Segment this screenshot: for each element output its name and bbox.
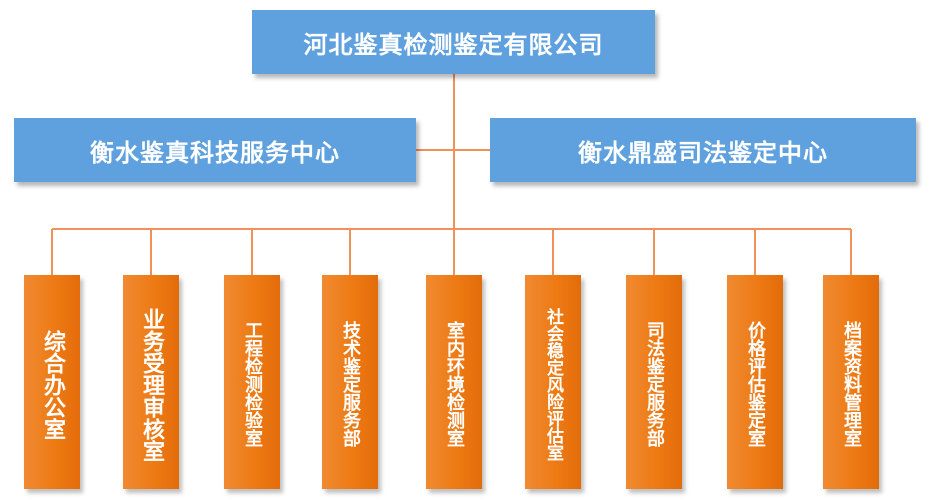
department-node: 价格评估鉴定室 [727, 275, 783, 489]
department-node: 室内环境检测室 [426, 275, 482, 489]
company-node: 河北鉴真检测鉴定有限公司 [252, 10, 655, 74]
department-node: 业务受理审核室 [123, 275, 179, 489]
department-node: 工程检测检验室 [224, 275, 280, 489]
center-node-left: 衡水鉴真科技服务中心 [14, 118, 416, 182]
department-node: 司法鉴定服务部 [626, 275, 682, 489]
department-node: 档案资料管理室 [823, 275, 879, 489]
department-node: 技术鉴定服务部 [322, 275, 378, 489]
center-node-right: 衡水鼎盛司法鉴定中心 [490, 118, 916, 182]
department-node: 社会稳定风险评估室 [525, 275, 581, 489]
department-node: 综合办公室 [24, 275, 80, 489]
